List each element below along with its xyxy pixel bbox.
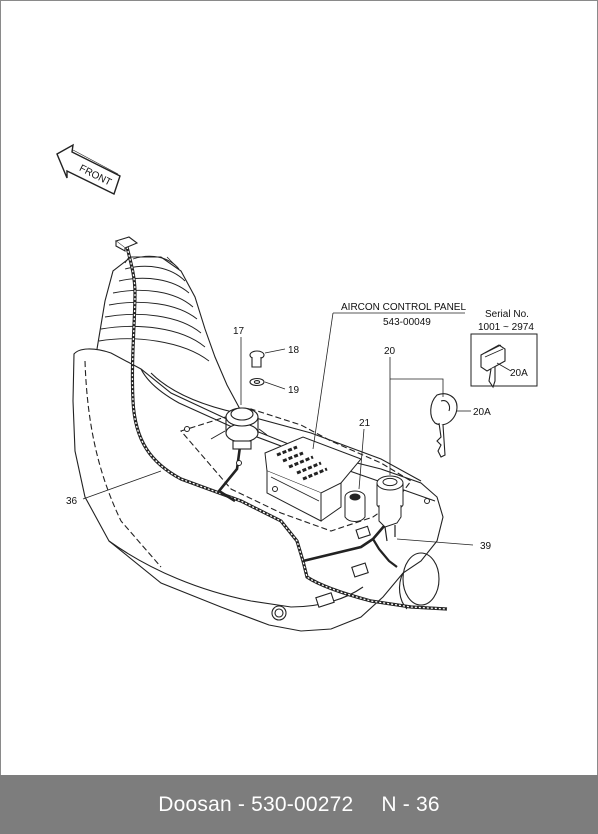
parts-exploded-diagram: FRONT bbox=[56, 143, 538, 632]
mounting-screws bbox=[184, 426, 430, 504]
aircon-panel-title: AIRCON CONTROL PANEL bbox=[341, 302, 466, 313]
serial-number-range: 1001 ~ 2974 bbox=[478, 322, 534, 333]
ignition-key-20a-icon bbox=[430, 393, 458, 458]
callout-19: 19 bbox=[288, 385, 300, 396]
callout-20a-box: 20A bbox=[510, 368, 528, 379]
footer-page-text: N - 36 bbox=[381, 792, 440, 816]
front-arrow-icon: FRONT bbox=[56, 143, 121, 195]
page-footer: Doosan - 530-00272 N - 36 bbox=[0, 775, 598, 834]
washer-19-icon bbox=[249, 377, 265, 387]
wire-harness bbox=[125, 246, 448, 611]
callout-labels: 17 18 19 20 20A 20A 21 36 39 AIRCON CONT… bbox=[66, 302, 534, 552]
serial-key-box bbox=[470, 333, 538, 389]
bolt-18-icon bbox=[249, 350, 265, 368]
callout-21: 21 bbox=[359, 418, 371, 429]
callout-20: 20 bbox=[384, 346, 396, 357]
serial-number-label: Serial No. bbox=[485, 309, 529, 320]
bellows-gaiter bbox=[98, 255, 210, 362]
callout-36: 36 bbox=[66, 496, 78, 507]
socket-21 bbox=[344, 490, 366, 522]
diagram-frame: FRONT bbox=[0, 0, 598, 776]
callout-18: 18 bbox=[288, 345, 300, 356]
aircon-panel-part-number: 543-00049 bbox=[383, 317, 431, 328]
callout-20a-key: 20A bbox=[473, 407, 491, 418]
leader-lines bbox=[82, 312, 512, 546]
ignition-switch-20 bbox=[376, 475, 404, 542]
console-housing bbox=[72, 256, 444, 632]
callout-17: 17 bbox=[233, 326, 245, 337]
footer-part-text: Doosan - 530-00272 bbox=[158, 792, 354, 816]
horn-assembly bbox=[210, 407, 268, 450]
aircon-control-panel bbox=[264, 436, 362, 522]
callout-39: 39 bbox=[480, 541, 492, 552]
harness-connectors bbox=[114, 236, 371, 608]
